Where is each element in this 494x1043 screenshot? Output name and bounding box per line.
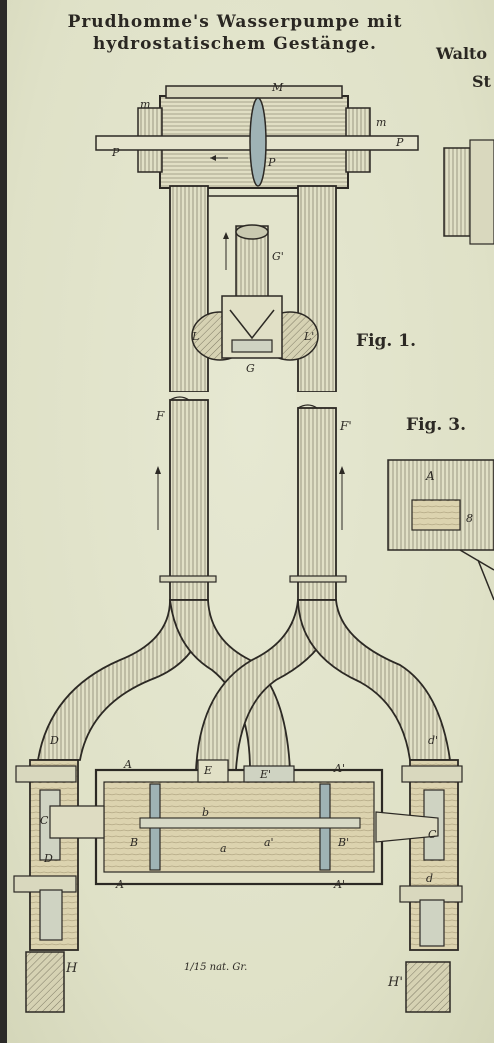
arch-pipes (36, 599, 452, 771)
title-line-2: hydrostatischem Gestänge. (93, 34, 377, 54)
fig1-caption: Fig. 1. (356, 331, 416, 351)
label-b: b (202, 806, 209, 819)
label-A: A (123, 758, 132, 771)
label-a: a (220, 842, 227, 855)
pipe-break-left (168, 392, 210, 400)
rising-pipes (155, 399, 347, 601)
neighbor-title-b: St (472, 72, 491, 91)
label-P-right: P (395, 136, 404, 149)
label-F-prime: F' (339, 419, 352, 433)
label-P-mid: P (267, 156, 276, 169)
label-D-lower: D (43, 852, 53, 865)
label-B: B (129, 836, 138, 849)
right-valve-column (399, 759, 463, 1013)
label-d-prime: d' (428, 734, 438, 747)
label-C: C (40, 814, 49, 827)
upper-pipes (169, 185, 337, 393)
label-H: H (65, 961, 78, 976)
label-P-left: P (111, 146, 120, 159)
label-d-lower: d (426, 872, 433, 885)
label-m-right: m (376, 116, 386, 129)
label-a-prime: a' (264, 836, 274, 849)
label-F: F (155, 409, 165, 423)
horizontal-cylinder (49, 759, 439, 886)
label-G: G (246, 362, 255, 375)
fig3-label-A: A (425, 469, 435, 483)
top-cylinder (95, 85, 419, 189)
label-H-prime: H' (387, 975, 403, 990)
label-L-prime: L' (303, 330, 314, 343)
fig3-caption: Fig. 3. (406, 415, 466, 435)
neighbor-title-a: Walto (436, 44, 488, 63)
title-line-1: Prudhomme's Wasserpumpe mit (67, 12, 403, 32)
fig2-partial (443, 139, 494, 245)
label-E: E (203, 764, 212, 777)
fig3-label-8: 8 (466, 512, 473, 525)
scale-note: 1/15 nat. Gr. (184, 962, 247, 973)
label-L: L (191, 330, 199, 343)
label-m-left: m (140, 98, 150, 111)
label-A-prime: A' (333, 762, 345, 775)
label-A-bottom: A (115, 878, 124, 891)
label-G-prime: G' (272, 250, 284, 263)
label-E-prime: E' (259, 768, 271, 781)
plate-left-edge (0, 0, 7, 1043)
label-D: D (49, 734, 59, 747)
label-B-prime: B' (337, 836, 349, 849)
label-C-prime: C' (428, 828, 439, 841)
label-M: M (271, 81, 284, 94)
fig3-detail (387, 459, 494, 601)
pipe-break-right (296, 392, 338, 400)
label-A-prime-bottom: A' (333, 878, 345, 891)
